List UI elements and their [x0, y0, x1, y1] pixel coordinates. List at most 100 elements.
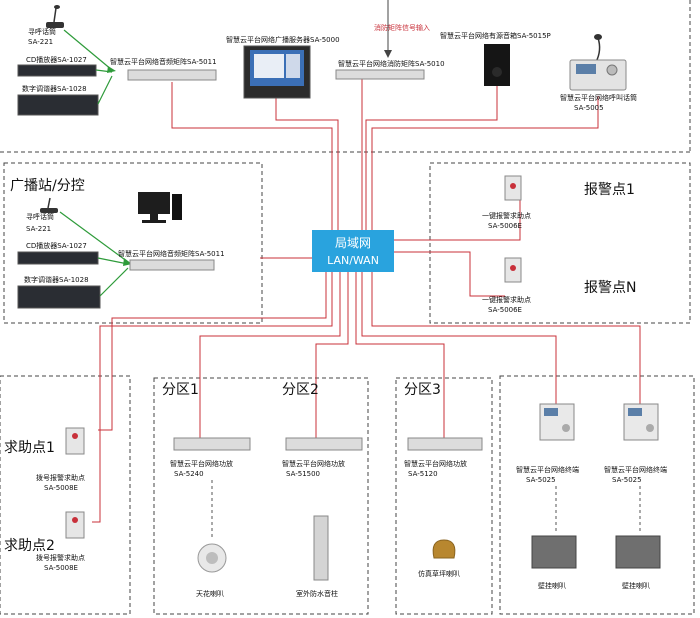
- wire-zone4b: [371, 272, 641, 404]
- terminal2-model: SA-5025: [612, 476, 642, 484]
- terminal1-model: SA-5025: [526, 476, 556, 484]
- alarm-point-n: 报警点N: [584, 280, 636, 296]
- wall-speaker-2: [615, 535, 661, 569]
- zone-3-box: [395, 377, 493, 615]
- wire-active-speaker: [365, 86, 498, 230]
- station-mic-model: SA-221: [26, 225, 51, 233]
- wall-speaker-1-label: 壁挂喇叭: [538, 581, 566, 590]
- wire-call-mic: [371, 96, 599, 230]
- wall-speaker-2-label: 壁挂喇叭: [622, 581, 650, 590]
- station-mic-label: 寻呼话筒: [26, 212, 54, 221]
- station-paging-mic: [40, 197, 58, 213]
- zone3-amp-label: 智慧云平台网络功放: [404, 459, 467, 468]
- help-point-2: 求助点2: [4, 538, 55, 554]
- wire-zone1: [199, 272, 341, 438]
- help1-device-model: SA-5008E: [44, 484, 78, 492]
- lawn-speaker: [432, 539, 456, 559]
- active-speaker: [484, 44, 510, 86]
- wire-zone3: [355, 272, 445, 438]
- top-tuner-label: 数字调谐器SA-1028: [22, 84, 87, 93]
- wall-speaker-1: [531, 535, 577, 569]
- zone1-speaker-label: 天花喇叭: [196, 589, 224, 598]
- top-audio-matrix: [127, 69, 217, 81]
- wire-server: [275, 96, 339, 230]
- help1-device-label: 拨号报警求助点: [36, 473, 85, 482]
- help-device-1-dot: [72, 433, 78, 439]
- zone1-amp-label: 智慧云平台网络功放: [170, 459, 233, 468]
- alarm1-button-model: SA-5006E: [488, 222, 522, 230]
- zone-4-box: [499, 375, 695, 615]
- zone1-amp-model: SA-5240: [174, 470, 204, 478]
- station-cd-player: [17, 251, 99, 265]
- server-label: 智慧云平台网络广播服务器SA-5000: [226, 35, 340, 44]
- station-tuner: [17, 285, 101, 309]
- zone2-amp-label: 智慧云平台网络功放: [282, 459, 345, 468]
- fire-matrix: [335, 69, 425, 80]
- lan-label-1: 局域网: [335, 236, 371, 250]
- zone1-amplifier: [173, 437, 251, 451]
- active-speaker-cone: [492, 67, 502, 77]
- active-speaker-label: 智慧云平台网络有源音箱SA-5015P: [440, 31, 551, 40]
- ceiling-speaker-center: [206, 552, 218, 564]
- station-tuner-label: 数字调谐器SA-1028: [24, 275, 89, 284]
- alarm1-button-label: 一键报警求助点: [482, 211, 531, 220]
- top-paging-mic: [46, 5, 64, 28]
- alarmN-button-label: 一键报警求助点: [482, 295, 531, 304]
- station-computer: [138, 192, 182, 223]
- wire-help1: [98, 272, 327, 431]
- top-mic-label: 寻呼话筒: [28, 27, 56, 36]
- wire-help2: [92, 272, 333, 523]
- alarm-zone: [429, 162, 691, 324]
- alarmN-button-model: SA-5006E: [488, 306, 522, 314]
- station-matrix-label: 智慧云平台网络音频矩阵SA-5011: [118, 249, 225, 258]
- help-zone: [0, 375, 131, 615]
- fire-input-arrow: [384, 50, 392, 58]
- zone3-amplifier: [407, 437, 483, 451]
- terminal1-label: 智慧云平台网络终端: [516, 465, 579, 474]
- help2-device-model: SA-5008E: [44, 564, 78, 572]
- help-device-2-dot: [72, 517, 78, 523]
- help-device-2: [65, 511, 85, 539]
- wire-top-matrix: [171, 82, 333, 230]
- call-mic-model: SA-5005: [574, 104, 604, 112]
- wire-alarm1: [394, 196, 521, 241]
- zone-1-2-box: [153, 377, 369, 615]
- network-terminal-1: [539, 403, 575, 441]
- fire-matrix-label: 智慧云平台网络消防矩阵SA-5010: [338, 59, 445, 68]
- outdoor-column-speaker: [313, 515, 329, 581]
- zone2-speaker-label: 室外防水音柱: [296, 589, 338, 598]
- fire-input-label: 消防矩阵信号输入: [374, 23, 430, 32]
- help-point-1: 求助点1: [4, 440, 55, 456]
- network-terminal-2: [623, 403, 659, 441]
- top-matrix-label: 智慧云平台网络音频矩阵SA-5011: [110, 57, 217, 66]
- alarm-point-1: 报警点1: [584, 182, 635, 198]
- help2-device-label: 拨号报警求助点: [36, 553, 85, 562]
- zone2-amplifier: [285, 437, 363, 451]
- wire-alarmN: [394, 251, 505, 297]
- help-device-1: [65, 427, 85, 455]
- broadcast-server: [243, 45, 311, 99]
- lan-box: 局域网 LAN/WAN: [312, 230, 394, 272]
- station-green-arrows: [59, 211, 132, 297]
- terminal2-label: 智慧云平台网络终端: [604, 465, 667, 474]
- wire-zone2: [315, 272, 349, 438]
- zone3-speaker-label: 仿真草坪喇叭: [418, 569, 460, 578]
- top-mic-model: SA-221: [28, 38, 53, 46]
- station-audio-matrix: [129, 259, 215, 271]
- top-green-arrows: [63, 29, 116, 105]
- station-zone: [3, 162, 263, 324]
- zone1-title: 分区1: [162, 382, 199, 398]
- call-mic-label: 智慧云平台网络呼叫话筒: [560, 93, 637, 102]
- alarm-button-n-dot: [510, 265, 516, 271]
- top-tuner: [17, 94, 99, 116]
- alarm-button-1-dot: [510, 183, 516, 189]
- station-cd-label: CD播放器SA-1027: [26, 241, 87, 250]
- wire-zone4a: [361, 272, 557, 404]
- zone2-amp-model: SA-51500: [286, 470, 320, 478]
- top-cd-label: CD播放器SA-1027: [26, 55, 87, 64]
- zone3-amp-model: SA-5120: [408, 470, 438, 478]
- call-mic: [569, 34, 627, 91]
- zone2-title: 分区2: [282, 382, 319, 398]
- top-cd-player: [17, 64, 97, 77]
